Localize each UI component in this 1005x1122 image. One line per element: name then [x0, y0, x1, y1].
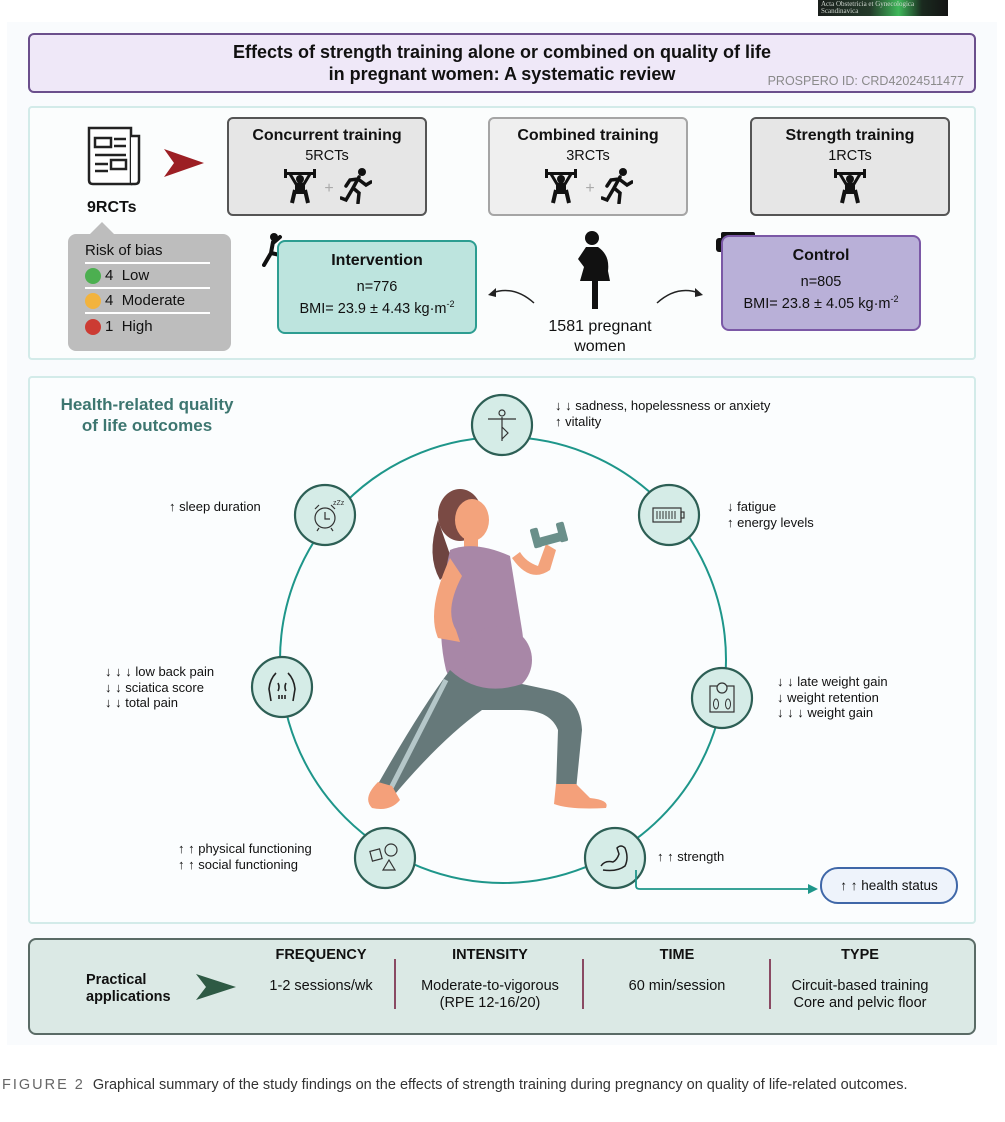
column-divider — [394, 959, 396, 1009]
outcome-energy: ↓ fatigue↑ energy levels — [727, 499, 814, 530]
figure-label: FIGURE 2 — [2, 1077, 85, 1093]
column-header: INTENSITY — [452, 947, 528, 963]
red-dot-icon — [85, 318, 101, 335]
practical-applications-panel — [28, 938, 976, 1035]
control-box: Control n=805 BMI= 23.8 ± 4.05 kg·m-2 — [721, 235, 921, 331]
training-box-strength: Strength training 1RCTs — [750, 117, 950, 216]
intervention-n: n=776 — [356, 279, 398, 295]
control-title: Control — [792, 247, 850, 264]
newspaper-icon — [83, 126, 145, 193]
scale-icon — [690, 666, 754, 735]
bias-row-low: 4 Low — [85, 264, 210, 289]
outcome-weight: ↓ ↓ late weight gain↓ weight retention↓ … — [777, 674, 888, 720]
plus-sign: + — [585, 179, 595, 197]
training-title: Combined training — [517, 127, 659, 144]
practical-frequency: FREQUENCY 1-2 sessions/wk — [241, 947, 401, 995]
participants-line1: 1581 pregnant — [548, 318, 652, 335]
training-count: 1RCTs — [828, 148, 872, 164]
outcomes-section-title: Health-related quality of life outcomes — [60, 395, 234, 435]
bias-count: 4 — [105, 267, 114, 284]
intervention-title: Intervention — [331, 252, 423, 269]
training-title: Strength training — [785, 127, 915, 144]
outcome-sleep: ↑ sleep duration — [169, 499, 261, 514]
journal-cover-thumbnail: Acta Obstetricia et Gynecologica Scandin… — [818, 0, 948, 16]
bias-count: 1 — [105, 318, 114, 335]
practical-applications-label: Practical applications — [86, 972, 171, 1005]
figure-title: Effects of strength training alone or co… — [232, 42, 772, 84]
bias-count: 4 — [105, 292, 114, 309]
orange-dot-icon — [85, 292, 101, 309]
column-value: 60 min/session — [628, 978, 726, 994]
training-box-combined: Combined training 3RCTs + — [488, 117, 688, 216]
shapes-icon — [353, 826, 417, 895]
green-dot-icon — [85, 267, 101, 284]
outcome-mood: ↓ ↓ sadness, hopelessness or anxiety↑ vi… — [555, 398, 771, 429]
plus-sign: + — [324, 179, 334, 197]
outcome-functioning: ↑ ↑ physical functioning↑ ↑ social funct… — [178, 841, 312, 872]
practical-intensity: INTENSITY Moderate-to-vigorous(RPE 12-16… — [405, 947, 575, 1012]
column-header: TYPE — [841, 947, 879, 963]
column-divider — [582, 959, 584, 1009]
training-count: 3RCTs — [566, 148, 610, 164]
bias-label: High — [121, 318, 153, 335]
column-value: Moderate-to-vigorous(RPE 12-16/20) — [421, 978, 559, 1011]
yoga-pose-icon — [470, 393, 534, 462]
column-value: 1-2 sessions/wk — [269, 978, 373, 994]
outcome-pain: ↓ ↓ ↓ low back pain↓ ↓ sciatica score↓ ↓… — [105, 664, 215, 710]
green-arrowhead-icon — [196, 974, 236, 1005]
figure-caption: FIGURE 2 Graphical summary of the study f… — [2, 1074, 992, 1096]
journal-name-line1: Acta Obstetricia et Gynecologica — [821, 0, 915, 8]
bias-row-high: 1 High — [85, 314, 210, 339]
curved-arrow-left-icon — [486, 283, 536, 310]
title-banner: Effects of strength training alone or co… — [28, 33, 976, 93]
risk-of-bias-title: Risk of bias — [85, 242, 210, 264]
flexed-bicep-icon — [583, 826, 647, 895]
weightlifter-icon — [543, 168, 579, 209]
bias-label: Moderate — [121, 292, 186, 309]
intervention-box: Intervention n=776 BMI= 23.9 ± 4.43 kg·m… — [277, 240, 477, 334]
outcomes-ring — [279, 436, 727, 884]
total-rcts-label: 9RCTs — [87, 199, 137, 216]
journal-name-line2: Scandinavica — [821, 7, 859, 15]
runner-icon — [599, 168, 634, 209]
curved-arrow-right-icon — [655, 283, 705, 310]
pregnant-woman-icon — [572, 231, 616, 316]
battery-icon — [637, 483, 701, 552]
back-pain-icon — [250, 655, 314, 724]
weightlifter-icon — [282, 168, 318, 209]
health-status-pill: ↑ ↑ health status — [820, 867, 958, 904]
participants-line2: women — [574, 338, 626, 355]
control-bmi: BMI= 23.8 ± 4.05 kg·m-2 — [743, 294, 899, 312]
runner-icon — [338, 168, 373, 209]
training-box-concurrent: Concurrent training 5RCTs + — [227, 117, 427, 216]
column-header: TIME — [659, 947, 695, 963]
outcome-strength: ↑ ↑ strength — [657, 849, 725, 864]
bias-label: Low — [121, 267, 150, 284]
prospero-id: PROSPERO ID: CRD42024511477 — [767, 74, 964, 88]
training-title: Concurrent training — [252, 127, 402, 144]
intervention-bmi: BMI= 23.9 ± 4.43 kg·m-2 — [299, 299, 455, 317]
practical-time: TIME 60 min/session — [597, 947, 757, 995]
risk-of-bias-callout: Risk of bias 4 Low 4 Moderate 1 High — [68, 222, 231, 351]
health-status-connector — [635, 870, 818, 894]
bias-row-moderate: 4 Moderate — [85, 289, 210, 314]
caption-text: Graphical summary of the study findings … — [92, 1077, 908, 1093]
arrowhead-icon — [164, 149, 204, 182]
pregnant-woman-illustration — [368, 489, 607, 809]
svg-text:zZz: zZz — [333, 500, 345, 507]
weightlifter-icon — [832, 168, 868, 209]
column-header: FREQUENCY — [275, 947, 367, 963]
training-count: 5RCTs — [305, 148, 349, 164]
column-divider — [769, 959, 771, 1009]
total-participants: 1581 pregnant women — [520, 317, 680, 357]
control-n: n=805 — [800, 274, 842, 290]
alarm-clock-icon: zZz — [293, 483, 357, 552]
